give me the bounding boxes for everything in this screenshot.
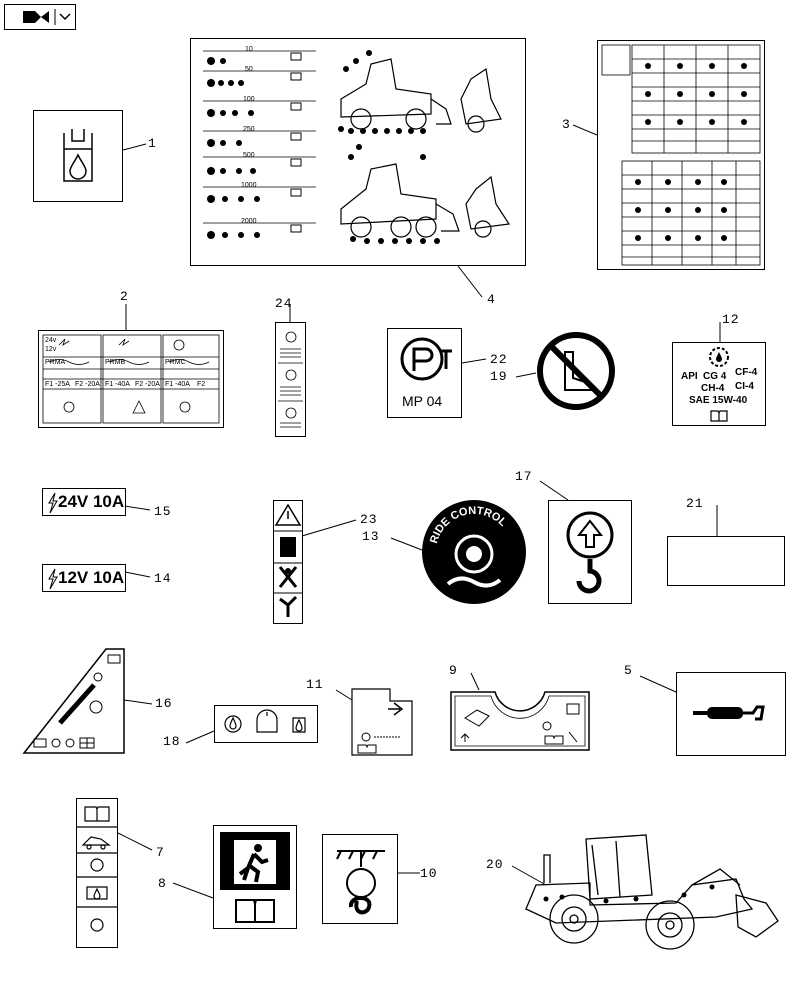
- relay-header-prma: PRMA: [45, 359, 66, 366]
- relay-volt-24: 24v: [45, 337, 57, 344]
- oil-gear-icon: [709, 347, 729, 367]
- interval-2000: 2000: [241, 218, 257, 225]
- voltage-12v-text: 12V 10A: [58, 568, 125, 587]
- decal-15-24v: 24V 10A: [42, 488, 126, 516]
- oil-api-label: API: [681, 371, 698, 382]
- fuse-grid-graphic: [601, 44, 761, 266]
- certification-mark-icon: [400, 337, 452, 381]
- relay-header-prmc: PRMC: [165, 359, 186, 366]
- decal-3-fuse-chart: [597, 40, 765, 270]
- callout-23: 23: [360, 512, 378, 527]
- interval-50: 50: [245, 66, 253, 73]
- decal-17-lift-hook: [548, 500, 632, 604]
- callout-14: 14: [154, 571, 172, 586]
- decal-11-service-panel: [351, 688, 413, 756]
- nav-button[interactable]: [4, 4, 76, 30]
- voltage-24v-text: 24V 10A: [58, 492, 125, 511]
- callout-18: 18: [163, 734, 181, 749]
- narrow-label-graphic: [278, 331, 303, 428]
- callout-17: 17: [515, 469, 533, 484]
- callout-7: 7: [156, 845, 165, 860]
- nav-arrow-icon: [23, 9, 71, 25]
- decal-12-oil-spec: API CG 4 CF-4 CH-4 CI-4 SAE 15W-40: [672, 342, 766, 426]
- callout-22: 22: [490, 352, 508, 367]
- decal-20-wheel-loader: [525, 834, 779, 950]
- callout-4: 4: [487, 292, 496, 307]
- decal-5-muffler: [676, 672, 786, 756]
- callout-2: 2: [120, 289, 129, 304]
- certification-code: MP 04: [402, 393, 443, 409]
- relay-header-prmb: PRMB: [105, 359, 126, 366]
- emergency-exit-icon: [220, 832, 290, 923]
- callout-15: 15: [154, 504, 172, 519]
- decal-10-restraint: [322, 834, 398, 924]
- interval-1000: 1000: [241, 182, 257, 189]
- interval-100: 100: [243, 96, 255, 103]
- relay-grid-graphic: [42, 334, 220, 424]
- oil-viscosity: SAE 15W-40: [689, 395, 748, 406]
- decal-24-narrow-label: [275, 322, 306, 437]
- callout-21: 21: [686, 496, 704, 511]
- relay-fuse-a1: F1 -25A: [45, 381, 70, 388]
- decal-13-ride-control: RIDE CONTROL: [422, 500, 526, 604]
- callout-19: 19: [490, 369, 508, 384]
- lightning-icon: [48, 568, 58, 590]
- callout-11: 11: [306, 677, 324, 692]
- relay-fuse-c1: F1 -40A: [165, 381, 190, 388]
- oil-spec-ch4: CH-4: [701, 383, 725, 394]
- callout-10: 10: [420, 866, 438, 881]
- relay-volt-12: 12v: [45, 346, 57, 353]
- decal-2-relay-panel: 24v 12v PRMA PRMB PRMC F1 -25A F2 -20A F…: [38, 330, 224, 428]
- callout-24: 24: [275, 296, 293, 311]
- oil-spec-ci4: CI-4: [735, 381, 754, 392]
- decal-18-indicators: [214, 705, 318, 743]
- relay-fuse-c2: F2: [197, 381, 206, 388]
- interval-10: 10: [245, 46, 253, 53]
- oil-spec-cf4: CF-4: [735, 367, 758, 378]
- lightning-icon: [48, 492, 58, 514]
- callout-20: 20: [486, 857, 504, 872]
- decal-7-operation-label: [76, 798, 118, 948]
- relay-fuse-b2: F2 -20A: [135, 381, 160, 388]
- decal-22-certification: MP 04: [387, 328, 462, 418]
- oil-spec-cg4: CG 4: [703, 371, 727, 382]
- decal-14-12v: 12V 10A: [42, 564, 126, 592]
- interval-250: 250: [243, 126, 255, 133]
- decal-23-safety-warnings: [273, 500, 303, 624]
- indicator-icons: [224, 709, 306, 733]
- decal-1-hydraulic-oil: [33, 110, 123, 202]
- manual-book-icon: [710, 410, 728, 422]
- safety-warnings-graphic: [274, 503, 302, 617]
- maintenance-schedule-graphic: [203, 50, 511, 244]
- callout-3: 3: [562, 117, 571, 132]
- callout-12: 12: [722, 312, 740, 327]
- callout-5: 5: [624, 663, 633, 678]
- operation-icons: [77, 806, 117, 932]
- callout-13: 13: [362, 529, 380, 544]
- no-foot-icon: [537, 332, 615, 410]
- muffler-icon: [693, 705, 765, 721]
- callout-1: 1: [148, 136, 157, 151]
- decal-21-blank: [667, 536, 785, 586]
- relay-fuse-a2: F2 -20A: [75, 381, 100, 388]
- lift-hook-icon: [566, 511, 614, 594]
- decal-16-hydraulic-diagram: [22, 648, 125, 754]
- restraint-icon: [336, 850, 385, 915]
- oil-drop-icon: [63, 129, 93, 182]
- relay-fuse-b1: F1 -40A: [105, 381, 130, 388]
- callout-9: 9: [449, 663, 458, 678]
- decal-4-maintenance-chart: 10 50 100 250 500 1000 2000: [190, 38, 526, 266]
- callout-16: 16: [155, 696, 173, 711]
- interval-500: 500: [243, 152, 255, 159]
- callout-8: 8: [158, 876, 167, 891]
- decal-9-steering-panel: [450, 691, 590, 751]
- decal-8-emergency-exit: [213, 825, 297, 929]
